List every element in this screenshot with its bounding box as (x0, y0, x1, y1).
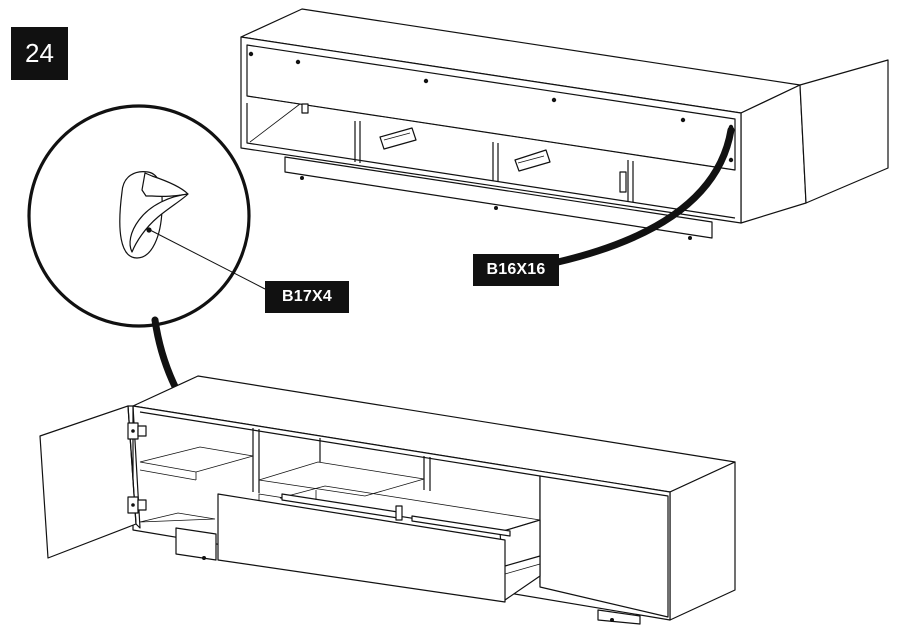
screw-point (146, 227, 152, 233)
cabinet-back-frame (240, 36, 742, 224)
door-hinge-bottom (127, 496, 147, 514)
step-number-badge: 24 (11, 27, 68, 80)
cabinet-base (284, 156, 713, 239)
side-panel (799, 59, 889, 204)
leader-line-screw (149, 229, 266, 290)
left-door-panel (39, 405, 137, 559)
screw-label-text: B17X4 (282, 288, 332, 305)
drawer-clip (395, 505, 403, 521)
cabinet-rear-view (240, 8, 889, 240)
fastener-label: B16X16 (473, 254, 559, 286)
drawer-runner-right (514, 149, 551, 172)
hinge-plate (619, 171, 627, 193)
callout-arrow-fastener (554, 126, 735, 266)
fastener-label-text: B16X16 (486, 261, 546, 278)
left-door-open[interactable] (39, 405, 147, 559)
drawer-front (217, 493, 506, 603)
drawer-runner-left (379, 127, 417, 150)
detail-magnifier (27, 104, 251, 328)
hook-tongue (129, 193, 189, 253)
cabinet-base (175, 527, 217, 561)
hinge-plate (301, 103, 309, 114)
drawer-open[interactable] (217, 485, 541, 603)
step-number: 24 (25, 38, 54, 68)
screw-label: B17X4 (265, 281, 349, 313)
door-hinge-top (127, 422, 147, 440)
